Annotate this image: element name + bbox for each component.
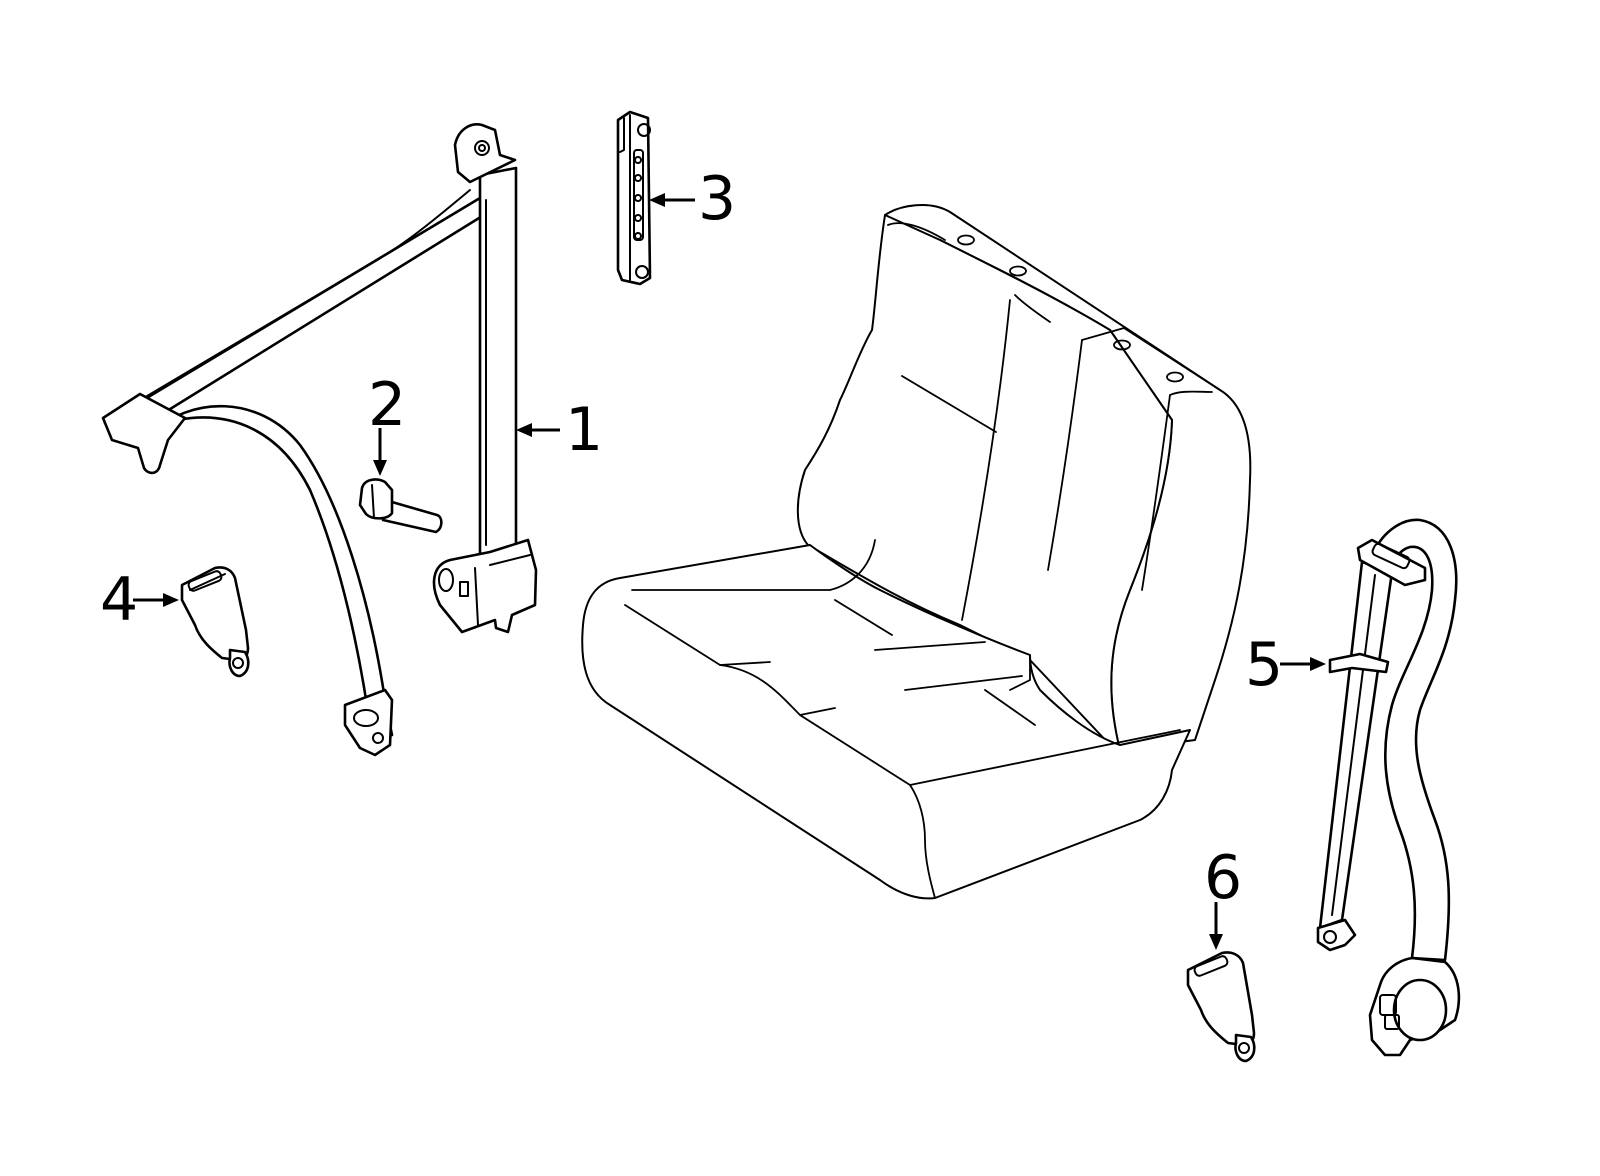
part-6-buckle	[1186, 951, 1256, 1063]
part-4-buckle	[180, 566, 250, 678]
seat-cushion	[581, 544, 1191, 900]
callout-4-label: 4	[100, 565, 138, 635]
callout-3: 3	[649, 164, 736, 234]
callout-4: 4	[100, 565, 179, 635]
part-3-height-adjuster	[616, 110, 652, 286]
callout-3-label: 3	[698, 164, 736, 234]
callout-6-label: 6	[1204, 843, 1242, 913]
part-1-seat-belt-assembly	[101, 123, 538, 757]
rear-seat	[581, 204, 1252, 900]
callout-5: 5	[1245, 630, 1326, 700]
callout-2: 2	[368, 370, 406, 476]
callout-5-label: 5	[1245, 630, 1283, 700]
callout-1-label: 1	[565, 395, 603, 465]
seat-back-front	[796, 214, 1173, 751]
callout-1: 1	[516, 395, 603, 465]
part-5-rear-seat-belt	[1316, 518, 1461, 1057]
callout-2-label: 2	[368, 370, 406, 440]
part-2-bolt	[358, 478, 443, 534]
callout-6: 6	[1204, 843, 1242, 950]
